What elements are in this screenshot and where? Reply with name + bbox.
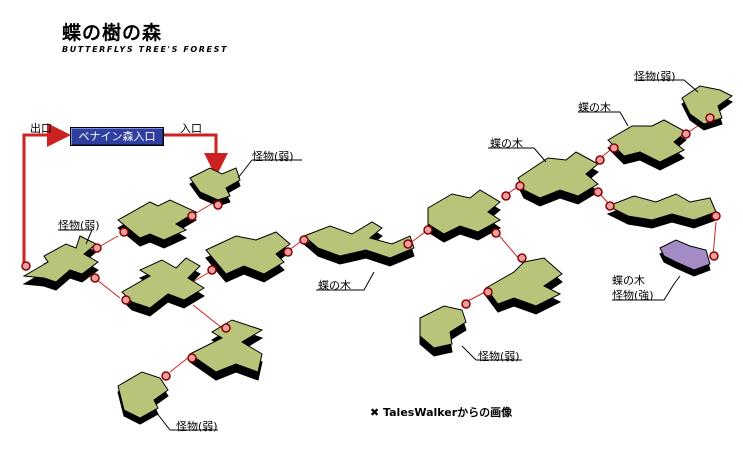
exit-label: 出口 [30,122,52,135]
portal-icon [593,187,603,197]
portal-icon [681,129,691,139]
portal-icon [461,299,471,309]
label-leaders [58,79,699,431]
label-butterfly-tree: 蝶の木 [612,274,645,287]
area-o[interactable] [606,193,717,229]
area-d[interactable] [121,257,205,317]
label-butterfly-tree: 蝶の木 [490,137,523,150]
portal-icon [221,323,231,333]
portal-icon [213,200,223,210]
portal-icon [517,253,527,263]
portal-icon [161,371,171,381]
label-monster-weak: 怪物(弱) [252,150,294,163]
portal-icon [283,247,293,257]
label-butterfly-tree: 蝶の木 [578,101,611,114]
portal-icon [121,295,131,305]
portal-icon [423,225,433,235]
label-monster-weak: 怪物(弱) [58,219,100,232]
area-i[interactable] [427,189,501,243]
terrain [22,85,733,425]
exit-route [22,123,71,265]
area-j[interactable] [485,257,563,315]
area-l[interactable] [517,151,599,207]
portal-icon [92,243,102,253]
label-butterfly-tree: 蝶の木 [318,279,351,292]
area-n[interactable] [681,85,733,131]
portal-icon [403,239,413,249]
portal-icon [491,228,501,238]
area-h[interactable] [303,221,415,267]
portal-icon [501,191,511,201]
entry-label: 入口 [180,122,202,135]
entry-route [162,133,228,177]
portal-icon [711,211,721,221]
portal-icon [709,251,719,261]
area-start[interactable] [22,235,99,291]
portal-icon [705,113,715,123]
map-title: 蝶の樹の森 [62,22,163,44]
portal-icon [299,235,309,245]
label-monster-weak: 怪物(弱) [176,420,218,433]
portal-icon [90,273,100,283]
area-c[interactable] [189,167,241,207]
portal-icon [187,353,197,363]
portal-icon [515,181,525,191]
area-f[interactable] [189,319,264,381]
portal-icon [605,201,615,211]
area-strong-monster[interactable] [659,239,711,277]
map-subtitle: BUTTERFLYS TREE'S FOREST [62,45,229,54]
area-g[interactable] [117,371,169,425]
area-b[interactable] [117,199,198,249]
portal-icon [187,211,197,221]
route-lines [22,123,228,265]
image-credit: ✖ TalesWalkerからの画像 [370,406,513,419]
label-monster-strong: 怪物(強) [612,289,654,302]
area-e[interactable] [205,231,291,283]
portal-icon [119,227,129,237]
portal-icon [21,261,31,271]
label-monster-weak: 怪物(弱) [634,70,676,83]
entrance-button[interactable]: ベナイン森入口 [70,127,164,146]
portal-icon [483,287,493,297]
area-m[interactable] [607,119,687,171]
label-monster-weak: 怪物(弱) [478,350,520,363]
portal-icon [207,265,217,275]
portal-icon [609,143,619,153]
area-k[interactable] [419,305,467,357]
portals [21,113,721,381]
portal-icon [595,155,605,165]
